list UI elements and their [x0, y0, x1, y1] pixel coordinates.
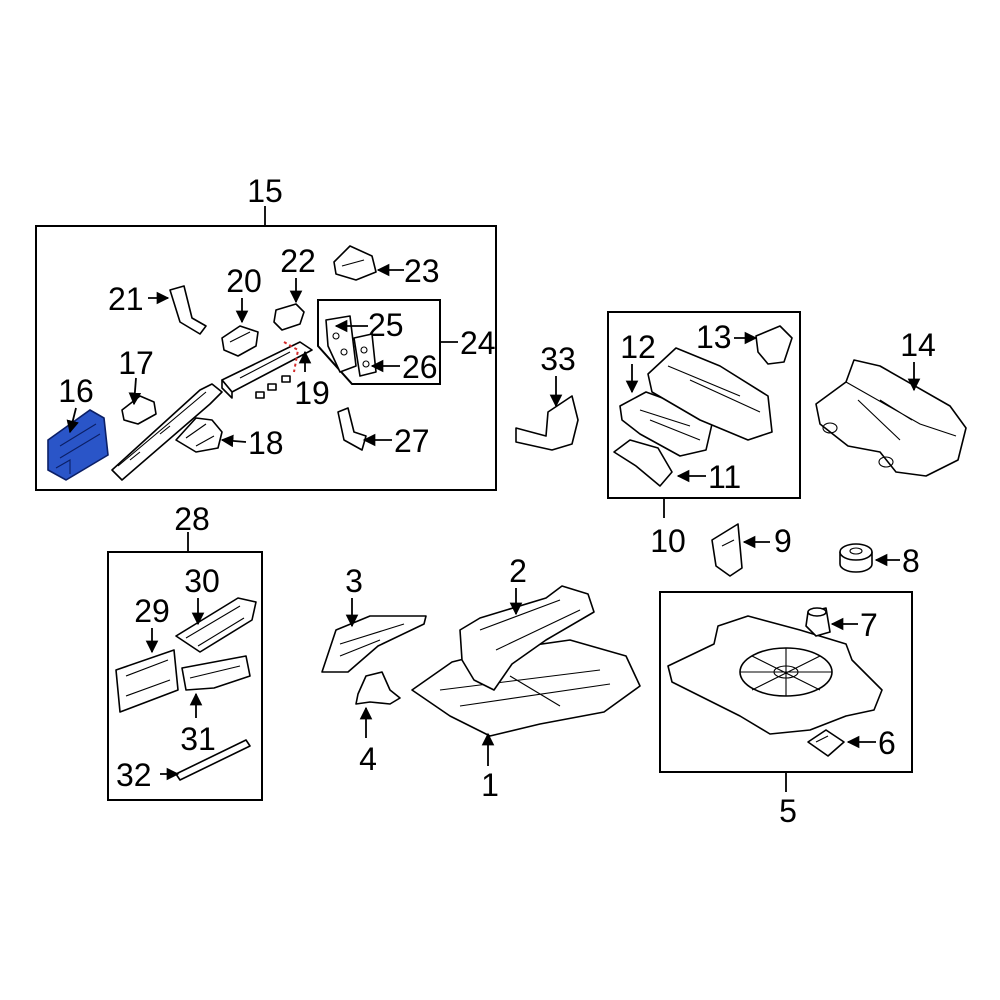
callout-23[interactable]: 23 — [404, 253, 440, 289]
part-18-bracket[interactable] — [175, 417, 223, 453]
part-26-bracket[interactable] — [353, 333, 377, 377]
callout-24[interactable]: 24 — [460, 325, 496, 361]
part-19-crossmember[interactable] — [221, 341, 313, 399]
callout-2[interactable]: 2 — [509, 553, 527, 589]
part-5-rear-floor[interactable] — [667, 615, 883, 735]
part-25-bracket[interactable] — [325, 315, 357, 373]
callout-3[interactable]: 3 — [345, 563, 363, 599]
group-15-frame — [35, 225, 497, 491]
callout-31[interactable]: 31 — [180, 721, 216, 757]
part-7-plug[interactable] — [805, 607, 831, 637]
part-16-highlighted[interactable] — [47, 409, 109, 481]
part-9-bracket[interactable] — [711, 523, 743, 577]
callout-17[interactable]: 17 — [118, 345, 154, 381]
group-10-frame — [607, 311, 801, 499]
group-24-frame — [317, 299, 441, 385]
callout-16[interactable]: 16 — [58, 373, 94, 409]
part-6-plate[interactable] — [807, 729, 845, 757]
callout-33[interactable]: 33 — [540, 341, 576, 377]
callout-19[interactable]: 19 — [294, 375, 330, 411]
callout-9[interactable]: 9 — [774, 523, 792, 559]
callout-8[interactable]: 8 — [902, 543, 920, 579]
callout-32[interactable]: 32 — [116, 757, 152, 793]
callout-4[interactable]: 4 — [359, 741, 377, 777]
part-3-rail[interactable] — [321, 615, 427, 673]
part-13-bracket[interactable] — [755, 325, 793, 365]
part-20-bracket[interactable] — [221, 325, 259, 357]
part-31-bracket[interactable] — [181, 655, 251, 691]
part-23-bracket[interactable] — [333, 245, 377, 281]
callout-1[interactable]: 1 — [481, 767, 499, 803]
part-29-panel[interactable] — [115, 649, 179, 713]
part-14-crossmember[interactable] — [815, 359, 967, 477]
callout-29[interactable]: 29 — [134, 593, 170, 629]
callout-7[interactable]: 7 — [860, 607, 878, 643]
part-30-member[interactable] — [175, 597, 257, 653]
callout-26[interactable]: 26 — [402, 349, 438, 385]
callout-11[interactable]: 11 — [708, 459, 741, 495]
callout-18[interactable]: 18 — [248, 425, 284, 461]
callout-15[interactable]: 15 — [247, 173, 283, 209]
callout-30[interactable]: 30 — [184, 563, 220, 599]
part-4-bracket[interactable] — [355, 671, 401, 705]
part-17-rail[interactable] — [111, 383, 223, 481]
callout-13[interactable]: 13 — [696, 319, 732, 355]
callout-20[interactable]: 20 — [226, 263, 262, 299]
callout-25[interactable]: 25 — [368, 307, 404, 343]
part-19-red-indicator — [283, 341, 300, 373]
part-33-bracket[interactable] — [515, 395, 579, 451]
callout-12[interactable]: 12 — [620, 329, 656, 365]
callout-5[interactable]: 5 — [779, 793, 797, 829]
part-12b-tunnel-panel[interactable] — [647, 347, 773, 441]
part-22-bracket[interactable] — [273, 303, 305, 331]
callout-10[interactable]: 10 — [650, 523, 686, 559]
callout-14[interactable]: 14 — [900, 327, 936, 363]
callout-22[interactable]: 22 — [280, 243, 316, 279]
callout-27[interactable]: 27 — [394, 423, 430, 459]
callout-6[interactable]: 6 — [878, 725, 896, 761]
part-8-grommet[interactable] — [839, 543, 873, 573]
part-27-bracket[interactable] — [337, 407, 367, 451]
part-11-panel[interactable] — [613, 439, 673, 487]
part-21-bracket[interactable] — [169, 285, 207, 335]
group-28-frame — [107, 551, 263, 801]
callout-28[interactable]: 28 — [174, 501, 210, 537]
callout-21[interactable]: 21 — [108, 281, 144, 317]
